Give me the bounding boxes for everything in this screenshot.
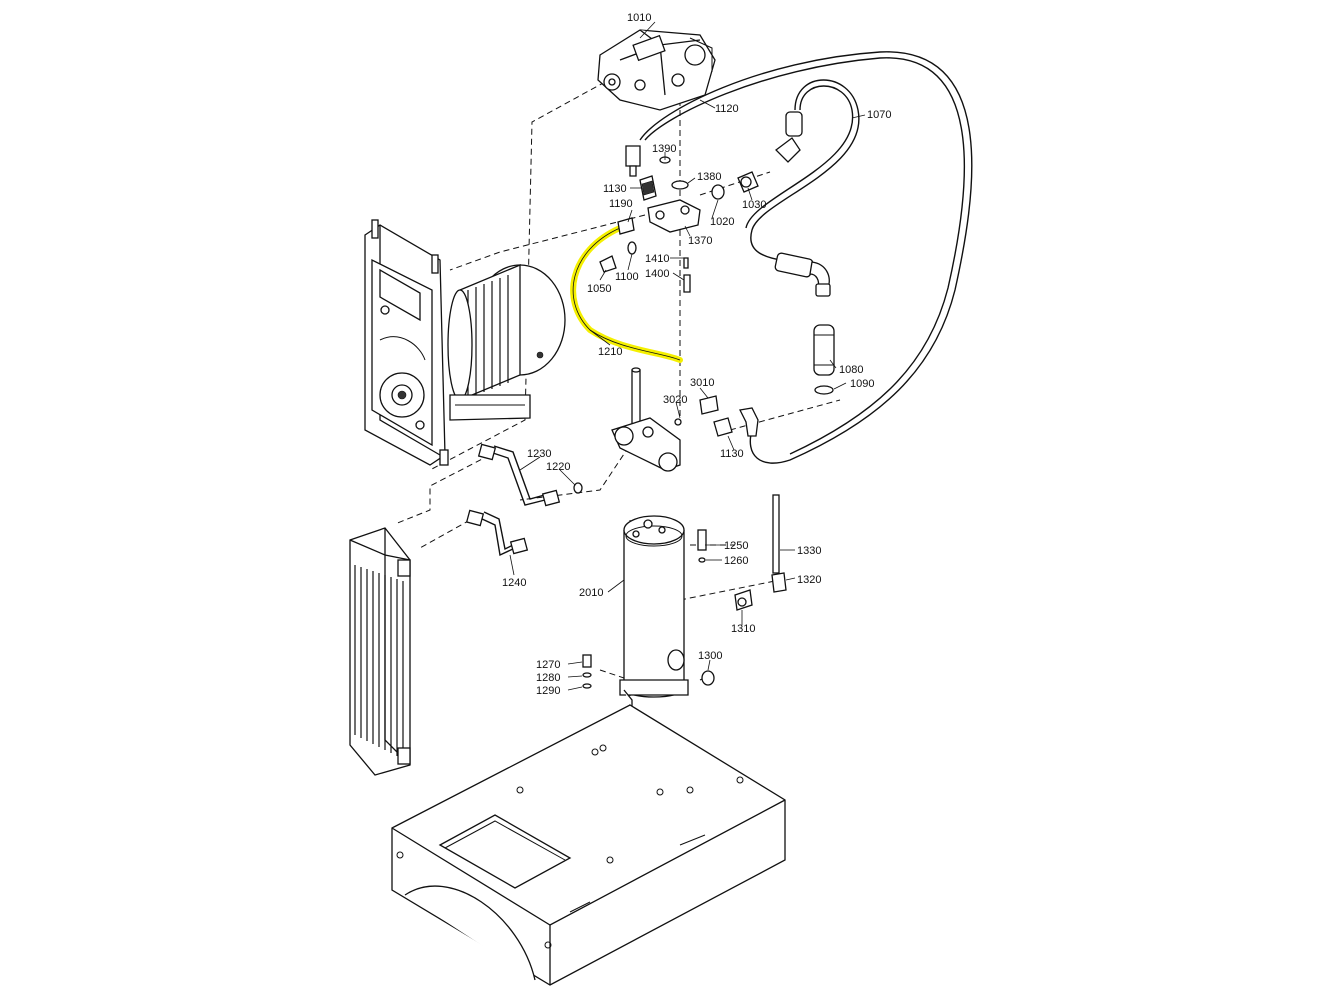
label-1320: 1320 [797, 574, 821, 586]
hose-1070 [750, 79, 860, 263]
label-3020: 3020 [663, 394, 687, 406]
label-3010: 3010 [690, 377, 714, 389]
label-1380: 1380 [697, 171, 721, 183]
label-1240: 1240 [502, 577, 526, 589]
label-1100: 1100 [615, 271, 639, 283]
fitting-1070-elbow [774, 252, 831, 297]
label-1250: 1250 [724, 540, 748, 552]
label-1210: 1210 [598, 346, 622, 358]
label-1300: 1300 [698, 650, 722, 662]
label-2010: 2010 [579, 587, 603, 599]
oil-cooler [349, 527, 411, 776]
label-1370: 1370 [688, 235, 712, 247]
label-1080: 1080 [839, 364, 863, 376]
label-1270: 1270 [536, 659, 560, 671]
label-1030: 1030 [742, 199, 766, 211]
motor-frame [364, 219, 449, 466]
separator-tank-2010 [582, 515, 715, 710]
filter-1080 [813, 324, 835, 395]
label-1290: 1290 [536, 685, 560, 697]
label-1130-top: 1130 [603, 183, 627, 195]
valve-block [611, 367, 759, 472]
electric-motor [447, 264, 566, 421]
tubes-1230-1240 [465, 443, 583, 557]
hose-1120 [639, 51, 973, 464]
label-1260: 1260 [724, 555, 748, 567]
label-1070: 1070 [867, 109, 891, 121]
label-1010: 1010 [627, 12, 651, 24]
label-1280: 1280 [536, 672, 560, 684]
label-1050: 1050 [587, 283, 611, 295]
label-1220: 1220 [546, 461, 570, 473]
label-1190: 1190 [609, 198, 633, 210]
label-1230: 1230 [527, 448, 551, 460]
label-1310: 1310 [731, 623, 755, 635]
compressor-1010 [597, 29, 716, 111]
leader-lines [509, 21, 866, 691]
manifold-1370 [599, 111, 803, 293]
fittings-1310-1330 [734, 494, 787, 611]
label-1410: 1410 [645, 253, 669, 265]
label-1020: 1020 [710, 216, 734, 228]
label-1400: 1400 [645, 268, 669, 280]
hoses [570, 51, 973, 464]
label-1330: 1330 [797, 545, 821, 557]
label-1120: 1120 [715, 103, 739, 115]
label-1090: 1090 [850, 378, 874, 390]
label-1130-mid: 1130 [720, 448, 744, 460]
label-1390: 1390 [652, 143, 676, 155]
part-labels: 1010 1120 1070 1390 1380 1130 1190 1020 … [502, 12, 891, 697]
base-frame [391, 704, 786, 986]
